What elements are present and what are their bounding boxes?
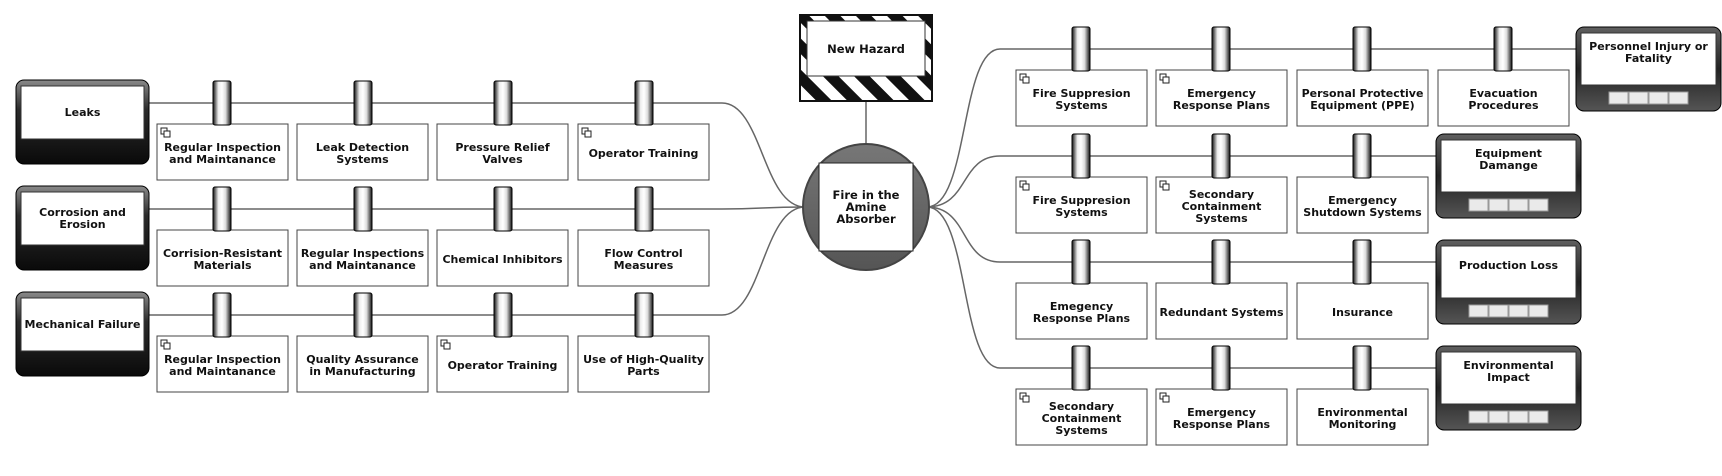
threat-1-barrier-4-link-icon [581,127,592,138]
consequence-1-barrier-1-marker [1071,26,1091,72]
consequence-3-connector [926,206,1436,263]
consequence-2-box [1440,139,1577,193]
consequence-4-barrier-1-box [1015,388,1148,446]
consequence-1-barrier-4-box [1437,69,1570,127]
threat-2-box [20,191,145,246]
threat-1-barrier-1-box [156,123,289,181]
consequence-1-severity-strip [1608,91,1689,105]
threat-3-barrier-4-marker [634,292,654,338]
threat-2-barrier-4-marker [634,186,654,232]
threat-1-barrier-3-box [436,123,569,181]
hazard-box [806,20,926,77]
consequence-3-barrier-3-box [1296,282,1429,340]
consequence-2-barrier-3-marker [1352,133,1372,179]
threat-1-barrier-1-marker [212,80,232,126]
consequence-3-severity-strip [1468,304,1549,318]
threat-1-barrier-2-box [296,123,429,181]
threat-3-barrier-4-box [577,335,710,393]
consequence-3-barrier-3-marker [1352,239,1372,285]
consequence-2-barrier-3-box [1296,176,1429,234]
consequence-1-barrier-3-marker [1352,26,1372,72]
consequence-4-box [1440,351,1577,405]
consequence-1-box [1580,32,1717,86]
threat-2-barrier-2-marker [353,186,373,232]
consequence-1-barrier-1-link-icon [1019,73,1030,84]
threat-3-connector [149,206,806,316]
threat-2-barrier-1-marker [212,186,232,232]
threat-1-barrier-4-marker [634,80,654,126]
consequence-4-connector [926,206,1436,369]
consequence-4-barrier-1-marker [1071,345,1091,391]
threat-3-barrier-2-box [296,335,429,393]
consequence-1-barrier-4-marker [1493,26,1513,72]
consequence-4-barrier-3-box [1296,388,1429,446]
threat-2-barrier-2-box [296,229,429,287]
consequence-1-barrier-3-box [1296,69,1429,127]
threat-1-barrier-4-box [577,123,710,181]
consequence-3-barrier-1-box [1015,282,1148,340]
consequence-2-barrier-1-box [1015,176,1148,234]
top-event-box [818,162,914,252]
consequence-2-barrier-2-marker [1211,133,1231,179]
consequence-1-barrier-2-link-icon [1159,73,1170,84]
consequence-2-connector [926,155,1436,208]
threat-1-barrier-3-marker [493,80,513,126]
threat-2-barrier-4-box [577,229,710,287]
threat-3-barrier-1-box [156,335,289,393]
threat-3-barrier-1-marker [212,292,232,338]
consequence-4-severity-strip [1468,410,1549,424]
threat-3-barrier-1-link-icon [160,339,171,350]
threat-1-barrier-2-marker [353,80,373,126]
consequence-4-barrier-1-link-icon [1019,392,1030,403]
threat-2-barrier-3-marker [493,186,513,232]
threat-1-connector [149,102,806,208]
consequence-4-barrier-2-marker [1211,345,1231,391]
consequence-3-barrier-1-marker [1071,239,1091,285]
consequence-4-barrier-3-marker [1352,345,1372,391]
consequence-2-barrier-2-link-icon [1159,180,1170,191]
threat-2-barrier-3-box [436,229,569,287]
consequence-3-barrier-2-box [1155,282,1288,340]
consequence-4-barrier-2-link-icon [1159,392,1170,403]
consequence-2-barrier-2-box [1155,176,1288,234]
threat-3-barrier-3-box [436,335,569,393]
threat-1-barrier-1-link-icon [160,127,171,138]
threat-1-box [20,85,145,140]
consequence-1-barrier-1-box [1015,69,1148,127]
consequence-1-barrier-2-marker [1211,26,1231,72]
consequence-1-barrier-2-box [1155,69,1288,127]
threat-3-barrier-2-marker [353,292,373,338]
threat-3-barrier-3-marker [493,292,513,338]
consequence-3-box [1440,245,1577,299]
threat-2-connector [149,206,806,210]
consequence-2-barrier-1-link-icon [1019,180,1030,191]
threat-3-barrier-3-link-icon [440,339,451,350]
consequence-4-barrier-2-box [1155,388,1288,446]
consequence-3-barrier-2-marker [1211,239,1231,285]
threat-3-box [20,297,145,352]
consequence-2-barrier-1-marker [1071,133,1091,179]
consequence-1-connector [926,48,1576,208]
consequence-2-severity-strip [1468,198,1549,212]
threat-2-barrier-1-box [156,229,289,287]
